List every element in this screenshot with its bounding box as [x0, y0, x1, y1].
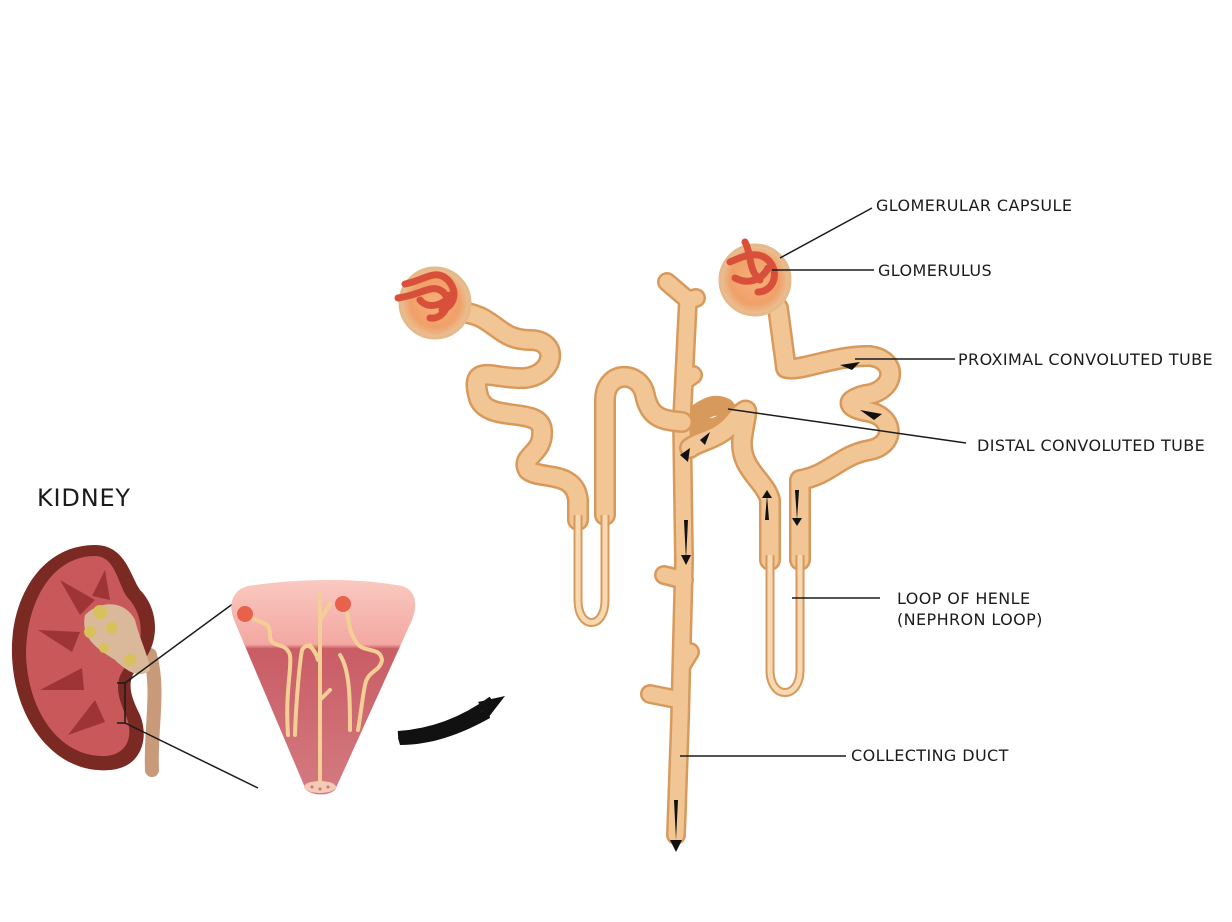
- left-nephron: [394, 266, 693, 627]
- page-title: KIDNEY: [37, 484, 131, 512]
- kidney-illustration: [11, 545, 259, 789]
- collecting-duct-illustration: [640, 272, 738, 852]
- label-glomerulus: GLOMERULUS: [878, 261, 993, 280]
- label-loop-of-henle: LOOP OF HENLE: [897, 589, 1031, 608]
- label-glomerular-capsule: GLOMERULAR CAPSULE: [876, 196, 1073, 215]
- flow-arrow-icon: [680, 362, 882, 526]
- label-nephron-loop: (NEPHRON LOOP): [897, 610, 1043, 629]
- label-distal-convoluted-tube: DISTAL CONVOLUTED TUBE: [977, 436, 1206, 455]
- arrow-curve-icon: [397, 696, 505, 745]
- label-proximal-convoluted-tube: PROXIMAL CONVOLUTED TUBE: [958, 350, 1214, 369]
- leader-lines: [680, 207, 967, 757]
- right-nephron: [679, 238, 901, 697]
- renal-pyramid-zoom: [231, 580, 416, 795]
- label-collecting-duct: COLLECTING DUCT: [851, 746, 1009, 765]
- flow-arrow-icon: [670, 520, 691, 852]
